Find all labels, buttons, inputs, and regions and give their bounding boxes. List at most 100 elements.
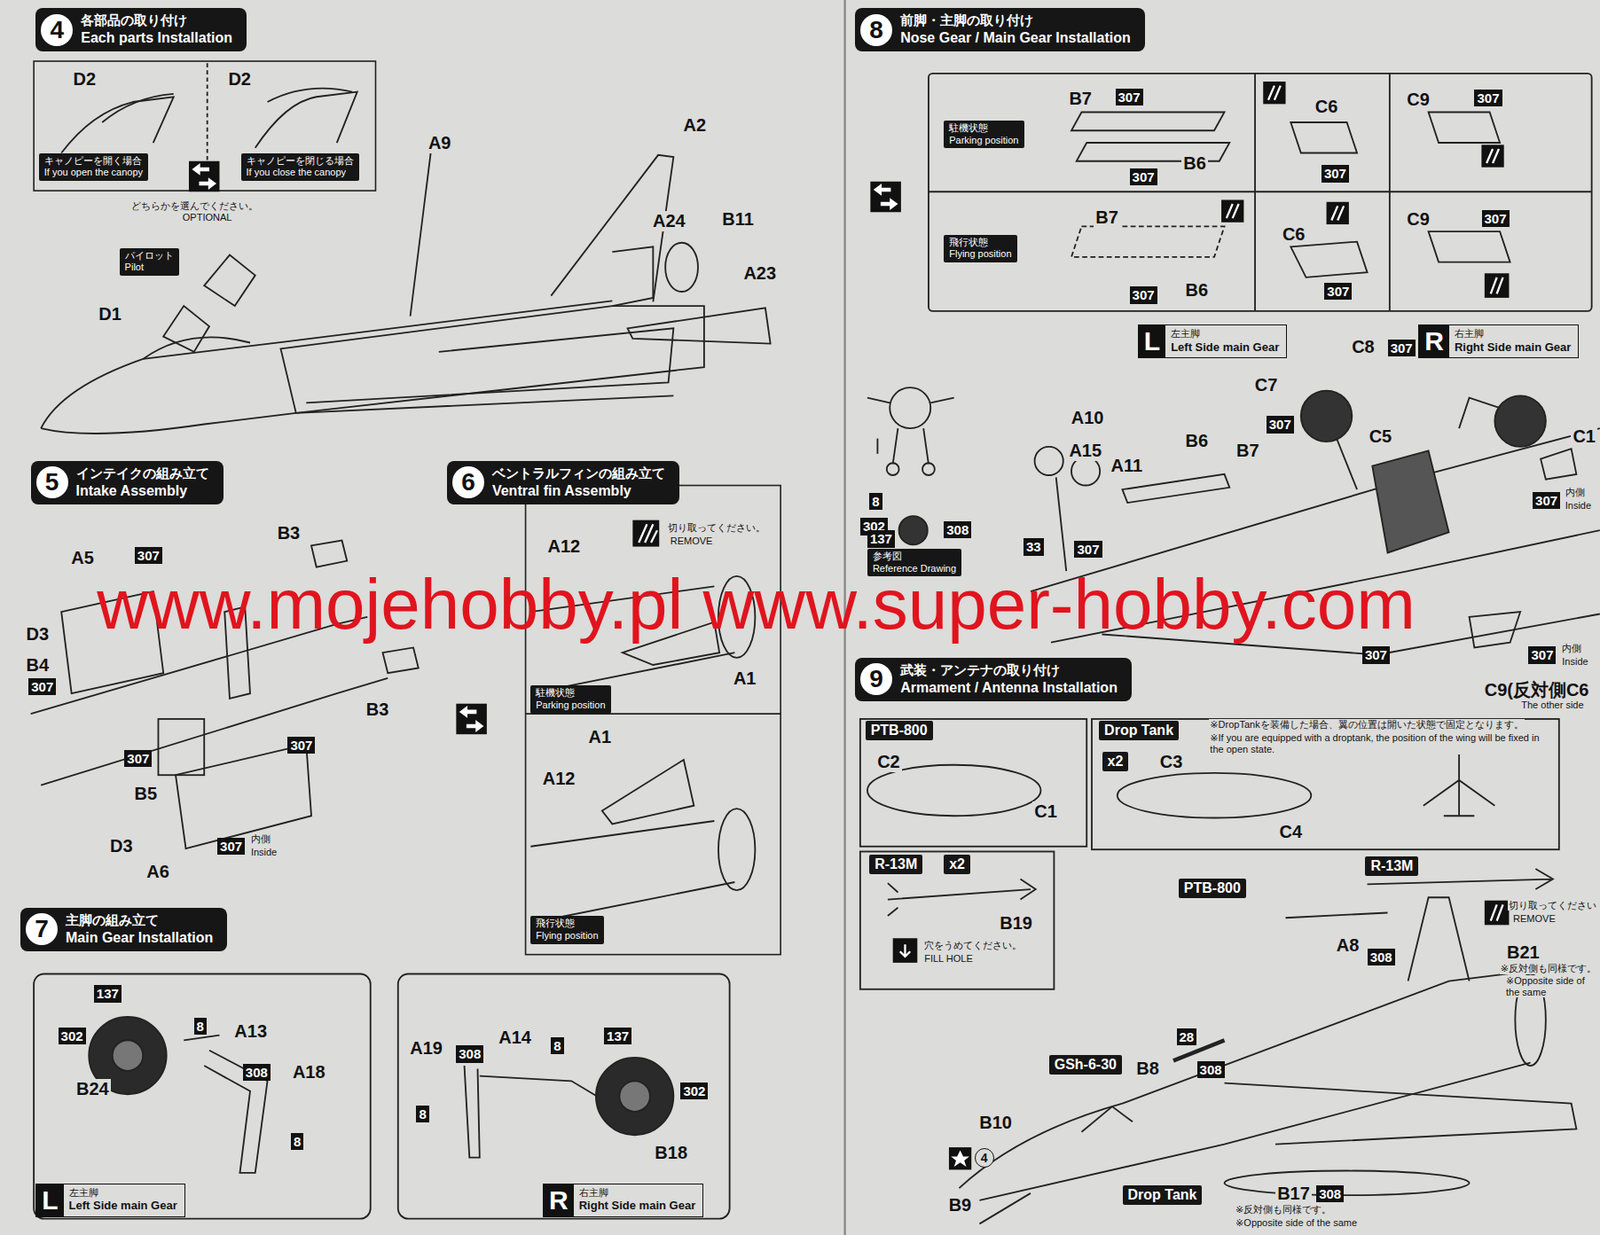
header-english: Right Side main Gear — [579, 1199, 696, 1214]
main-gear-step7 — [596, 1058, 674, 1136]
header-english: Left Side main Gear — [1170, 340, 1279, 355]
step-number: 4 — [40, 14, 73, 47]
paint-callout: 308 — [1197, 1061, 1225, 1079]
canopy-options — [61, 96, 174, 153]
paint-callout: 137 — [603, 1027, 632, 1045]
label-text: Drop Tank — [1128, 1186, 1198, 1205]
label-box: 駐機状態Parking position — [530, 685, 611, 714]
part-number: B18 — [652, 1143, 690, 1164]
gear-parts-step8 — [1336, 439, 1357, 491]
header-text: インテイクの組み立てIntake Assembly — [76, 465, 210, 501]
part-number: A8 — [1334, 935, 1362, 957]
paint-callout: 307 — [124, 750, 152, 768]
note-text: 内側 — [1560, 643, 1583, 655]
part-number: B4 — [24, 655, 52, 676]
note-text: REMOVE — [669, 535, 714, 548]
armament-step9 — [1081, 1106, 1133, 1133]
remove-icon — [1262, 81, 1286, 104]
step-number: 9 — [860, 663, 893, 696]
page-frame — [33, 974, 371, 1220]
part-number: B6 — [1181, 153, 1208, 174]
part-number: D2 — [226, 69, 253, 90]
paint-callout: 307 — [134, 547, 163, 565]
note-text: The other side — [1520, 699, 1585, 712]
paint-callout: 308 — [1316, 1185, 1344, 1203]
header-text: 左主脚Left Side main Gear — [69, 1187, 178, 1214]
page-frame — [33, 0, 1592, 1235]
paint-callout: 8 — [869, 493, 882, 510]
part-number: C8 — [1349, 337, 1377, 358]
part-number: B19 — [997, 913, 1035, 934]
note-text: 切り取ってください — [1507, 900, 1598, 912]
paint-callout: 307 — [1528, 646, 1556, 664]
header-text: 前脚・主脚の取り付けNose Gear / Main Gear Installa… — [900, 12, 1131, 48]
option-arrow-icon — [455, 704, 487, 736]
intake-step5 — [175, 745, 312, 849]
gear-parts-step8 — [1494, 395, 1546, 448]
paint-callout: 307 — [1532, 492, 1561, 510]
part-number: A13 — [232, 1021, 269, 1043]
part-number: B10 — [977, 1113, 1014, 1134]
part-number: A18 — [290, 1062, 328, 1083]
note-text: OPTIONAL — [181, 211, 234, 224]
armament-step9 — [867, 749, 1577, 1224]
header-japanese: 右主脚 — [1454, 328, 1571, 340]
note-text: ※Opposite side of the same — [1505, 975, 1594, 998]
note-text: ※Opposite side of the same — [1234, 1217, 1358, 1230]
paint-callout: 307 — [1266, 415, 1295, 433]
remove-icon — [1484, 901, 1510, 926]
label-box: GSh-6-30 — [1049, 1055, 1122, 1075]
part-number: C3 — [1158, 752, 1185, 773]
label-box: Drop Tank — [1098, 721, 1179, 741]
page-frame — [398, 974, 730, 1220]
gear-parts-step8 — [1056, 477, 1067, 572]
paint-callout: 307 — [217, 838, 245, 855]
aircraft-step4 — [665, 243, 699, 292]
note-text: ※反対側も同様です。 — [1234, 1204, 1333, 1216]
paint-callout: 308 — [943, 521, 972, 539]
paint-callout: 307 — [1362, 646, 1390, 664]
page-frame — [1091, 719, 1560, 850]
note-text: ※DropTankを装備した場合、翼の位置は開いた状態で固定となります。 — [1208, 719, 1524, 731]
header-english: Ventral fin Assembly — [492, 482, 666, 501]
paint-callout: 307 — [1074, 541, 1102, 558]
part-number: C2 — [875, 752, 902, 773]
option-arrow-icon — [459, 705, 485, 733]
label-text: 駐機状態 — [949, 122, 1019, 135]
note-text: FILL HOLE — [923, 953, 974, 965]
reference-drawing — [922, 462, 935, 476]
aircraft-step4 — [305, 328, 674, 403]
reference-drawing — [877, 439, 879, 455]
header-english: Armament / Antenna Installation — [900, 679, 1118, 698]
step-number: 8 — [860, 14, 893, 47]
gear-parts-step8 — [1035, 447, 1064, 476]
canopy-options — [267, 88, 353, 102]
canopy-options — [101, 94, 174, 123]
part-number: A6 — [144, 862, 172, 883]
intake-step5 — [157, 719, 204, 776]
paint-callout: 307 — [28, 678, 56, 696]
label-text: x2 — [949, 855, 965, 874]
step-reference: 4 — [974, 1148, 995, 1169]
note-text: Inside — [1564, 500, 1593, 512]
gear-parts-step8 — [1372, 450, 1449, 553]
paint-callout: 307 — [1482, 210, 1510, 228]
option-arrow-icon — [873, 183, 899, 211]
gear-parts-step8 — [1290, 242, 1367, 278]
label-text: Parking position — [535, 699, 605, 713]
ventral-fin-step6 — [718, 808, 755, 891]
label-text: If you open the canopy — [44, 166, 143, 180]
header-text: 右主脚Right Side main Gear — [579, 1187, 696, 1214]
main-gear-step7 — [183, 1035, 220, 1042]
label-box: キャノピーを閉じる場合If you close the canopy — [241, 153, 360, 182]
intake-step5 — [383, 647, 419, 674]
part-number: A1 — [587, 727, 614, 748]
header-english: Right Side main Gear — [1454, 340, 1571, 355]
part-number: D1 — [96, 304, 124, 325]
header-text: 主脚の組み立てMain Gear Installation — [65, 912, 213, 948]
part-number: A12 — [541, 768, 578, 790]
armament-step9 — [979, 1193, 1031, 1225]
paint-callout: 28 — [1176, 1028, 1198, 1046]
label-text: PTB-800 — [1184, 879, 1241, 898]
part-number: B7 — [1066, 88, 1094, 110]
